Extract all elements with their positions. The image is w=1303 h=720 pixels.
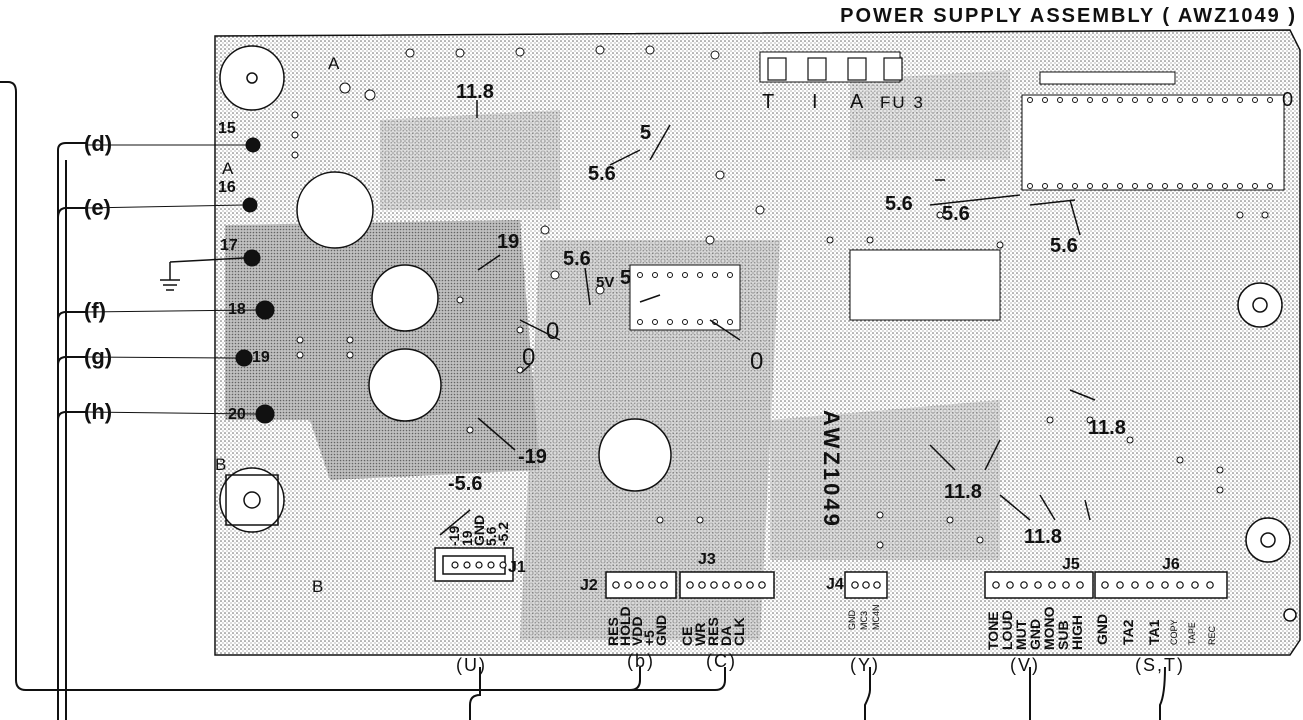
voltage-0-b: 0 [522, 344, 536, 371]
j4-pin-2: MC3 [859, 610, 869, 630]
connector-label-f: (f) [84, 298, 106, 323]
cable-label-y: (Y) [850, 655, 880, 675]
j4-pin-1: GND [847, 610, 857, 630]
j6-pin-1: GND [1094, 613, 1110, 645]
voltage-5-6-b: 5.6 [885, 193, 913, 215]
connector-label-e: (e) [84, 195, 111, 220]
voltage-11-8-c: 11.8 [1024, 526, 1062, 548]
j4-pin-3: MC4N [871, 604, 881, 630]
board-marker-b2: B [312, 577, 324, 596]
j5-pin-6: SUB [1055, 620, 1071, 650]
j5-label: J5 [1062, 556, 1080, 573]
voltage-5-6-e: 5.6 [563, 248, 591, 270]
voltage-5-6-c: 5.6 [942, 203, 970, 225]
voltage-0-top: 0 [1282, 89, 1294, 111]
capacitors [296, 171, 672, 492]
top-strip-connector [1039, 71, 1176, 85]
j4-label: J4 [826, 576, 844, 593]
j5-pin-3: MUT [1013, 619, 1029, 650]
left-terminals [85, 137, 275, 424]
voltage-minus-19: -19 [518, 446, 547, 468]
voltage-0-c: 0 [750, 348, 764, 375]
ic201-pins [1027, 97, 1273, 189]
j5-pin-7: HIGH [1069, 615, 1085, 650]
board-marker-b1: B [215, 455, 227, 474]
voltage-11-8-a: 11.8 [1088, 417, 1126, 439]
board-marker-a2: A [222, 159, 234, 178]
j3-pin-5: CLK [731, 617, 747, 646]
cable-label-u: (U) [456, 655, 487, 675]
fuse-name: FU 3 [880, 93, 925, 112]
j2-pin-5: GND [653, 614, 669, 646]
terminal-17: 17 [220, 237, 238, 254]
terminal-19: 19 [252, 349, 270, 366]
j1-label: J1 [508, 559, 526, 576]
j5-pin-4: GND [1027, 618, 1043, 650]
board-marker-a1: A [328, 54, 340, 73]
j1-pin-5: -5.2 [495, 521, 511, 546]
terminal-16: 16 [218, 179, 236, 196]
j5-pin-5: MONO [1041, 606, 1057, 650]
j6-pin-4: COPY [1169, 619, 1179, 645]
fuse-holder [767, 57, 903, 81]
terminal-18: 18 [228, 301, 246, 318]
j2-label: J2 [580, 577, 598, 594]
voltage-19: 19 [497, 231, 520, 253]
j6-pin-6: REC [1207, 625, 1217, 645]
j3-label: J3 [698, 551, 716, 568]
voltage-5-b: 5 [620, 267, 632, 289]
terminal-20: 20 [228, 406, 246, 423]
j6-pin-2: TA2 [1120, 619, 1136, 645]
fuse-a: A [850, 91, 864, 113]
voltage-0-a: 0 [546, 318, 560, 345]
cable-label-v: (V) [1010, 655, 1040, 675]
voltage-arrows [439, 100, 1096, 536]
voltage-5v: 5V [596, 274, 615, 291]
j5-pin-2: LOUD [999, 610, 1015, 650]
voltage-5-6-d: 5.6 [1050, 235, 1078, 257]
connector-label-h: (h) [84, 399, 113, 424]
voltage-minus-5-6: -5.6 [448, 473, 483, 495]
connector-label-d: (d) [84, 131, 113, 156]
voltage-5-a: 5 [640, 122, 652, 144]
connector-label-g: (g) [84, 344, 113, 369]
j6-label: J6 [1162, 556, 1180, 573]
leader-lines [0, 81, 1166, 720]
board-id: AWZ1049 [819, 410, 844, 529]
j6-pin-5: TAPE [1187, 622, 1197, 645]
voltage-11-8-top: 11.8 [456, 81, 494, 103]
cable-label-b: (b) [627, 651, 655, 671]
connector-pins [451, 561, 1214, 589]
voltage-5-6-a: 5.6 [588, 163, 616, 185]
voltage-11-8-b: 11.8 [944, 481, 982, 503]
cable-label-c: (C) [706, 651, 737, 671]
mounting-holes [219, 45, 1297, 622]
fuse-t: T [762, 91, 775, 113]
cable-label-st: (S,T) [1135, 655, 1185, 675]
j6-pin-3: TA1 [1146, 619, 1162, 645]
terminal-15: 15 [218, 120, 236, 137]
fuse-i: I [812, 91, 818, 113]
j5-pin-1: TONE [985, 611, 1001, 650]
pads [291, 45, 1269, 549]
diagram-title: POWER SUPPLY ASSEMBLY ( AWZ1049 ) [840, 5, 1297, 27]
